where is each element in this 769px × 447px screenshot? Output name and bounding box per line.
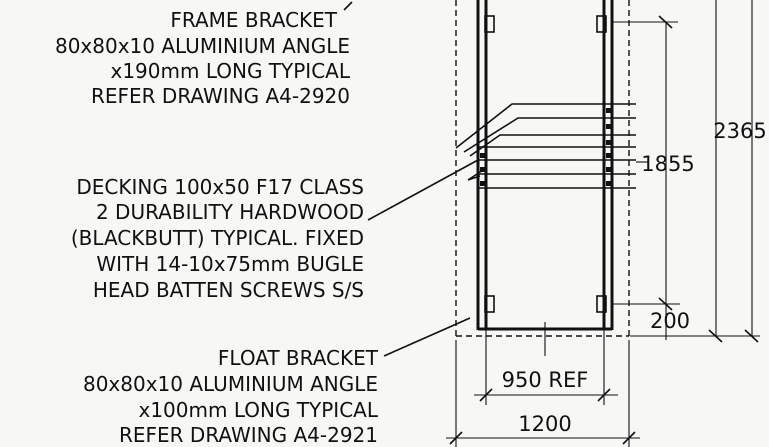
decking-line-4: WITH 14-10x75mm BUGLE [96,252,364,276]
float-bracket-left [484,295,495,313]
decking-line-3: (BLACKBUTT) TYPICAL. FIXED [71,226,364,250]
dimension-overall-height: 2365 [630,0,767,343]
deck-board-3 [469,134,636,157]
deck-board-1 [455,103,636,149]
dimension-inner-width: 950 REF [474,322,618,405]
float-bracket-note: FLOAT BRACKET 80x80x10 ALUMINIUM ANGLE x… [83,346,379,447]
float-bracket-leader [383,317,471,357]
float-bracket-line-2: 80x80x10 ALUMINIUM ANGLE [83,372,378,396]
dimension-bottom-offset: 200 [612,297,690,340]
float-bracket-line-4: REFER DRAWING A4-2921 [119,423,378,447]
dimension-deck-height: 1855 [612,15,695,304]
float-brackets [484,295,607,313]
frame-bracket-right [596,15,607,33]
deck-board-2 [463,117,636,153]
frame-outline [455,0,630,337]
frame-bracket-note: FRAME BRACKET 80x80x10 ALUMINIUM ANGLE x… [55,8,351,108]
frame-bracket-left [484,15,495,33]
screw-marks [480,108,611,186]
dimension-1855-label: 1855 [641,152,694,176]
dimension-1200-label: 1200 [518,412,571,436]
frame-bracket-leader [343,1,353,11]
float-bracket-line-1: FLOAT BRACKET [218,346,379,370]
leader-lines [343,1,487,357]
decking-line-5: HEAD BATTEN SCREWS S/S [93,278,364,302]
dimension-overall-width: 1200 [446,340,640,447]
dimension-2365-label: 2365 [713,119,766,143]
frame-bracket-line-3: x190mm LONG TYPICAL [110,59,350,83]
frame-bracket-line-4: REFER DRAWING A4-2920 [91,84,350,108]
float-bracket-line-3: x100mm LONG TYPICAL [138,398,378,422]
decking-boards [455,103,636,189]
dimension-200-label: 200 [650,309,690,333]
frame-bracket-line-1: FRAME BRACKET [170,8,337,32]
float-bracket-right [596,295,607,313]
decking-note: DECKING 100x50 F17 CLASS 2 DURABILITY HA… [71,175,364,302]
dimension-950-ref-label: 950 REF [502,368,589,392]
frame-brackets [484,15,607,33]
frame-bracket-line-2: 80x80x10 ALUMINIUM ANGLE [55,34,350,58]
decking-leader [367,159,479,221]
decking-line-2: 2 DURABILITY HARDWOOD [96,200,364,224]
decking-line-1: DECKING 100x50 F17 CLASS [76,175,364,199]
